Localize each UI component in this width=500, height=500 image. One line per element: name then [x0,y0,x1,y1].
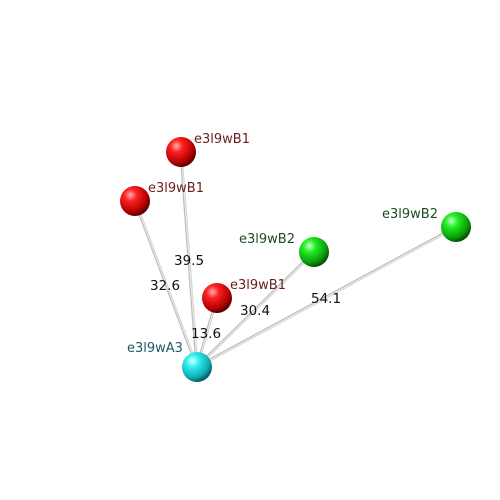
distance-label-4: 54.1 [311,291,341,307]
atom-sphere-4[interactable] [441,212,471,242]
distance-line-3 [195,250,314,367]
atom-sphere-5[interactable] [182,352,212,382]
distance-line-3 [197,252,316,369]
distance-label-2: 13.6 [191,326,221,342]
distance-label-0: 39.5 [174,253,204,269]
atom-labels: e3l9wB1 e3l9wB1 e3l9wB1 e3l9wB2 e3l9wB2 e3l9w… [127,132,438,356]
distance-line-0 [179,152,197,368]
atom-label-0: e3l9wB1 [194,132,250,147]
distance-labels: 39.5 32.6 13.6 30.4 54.1 [150,253,341,342]
distance-line-0 [181,151,199,367]
atom-label-5: e3l9wA3 [127,341,183,356]
distance-line-4 [197,227,457,369]
distance-line-1 [133,201,197,368]
distance-label-3: 30.4 [240,303,270,319]
atom-sphere-3[interactable] [299,237,329,267]
distance-line-4 [196,225,456,367]
atom-label-1: e3l9wB1 [148,181,204,196]
atom-sphere-2[interactable] [202,283,232,313]
atom-label-3: e3l9wB2 [239,232,295,247]
distance-label-1: 32.6 [150,278,180,294]
distance-line-1 [135,200,199,367]
atom-label-2: e3l9wB1 [230,278,286,293]
atom-label-4: e3l9wB2 [382,207,438,222]
atoms [120,137,471,382]
atom-sphere-1[interactable] [120,186,150,216]
atom-sphere-0[interactable] [166,137,196,167]
